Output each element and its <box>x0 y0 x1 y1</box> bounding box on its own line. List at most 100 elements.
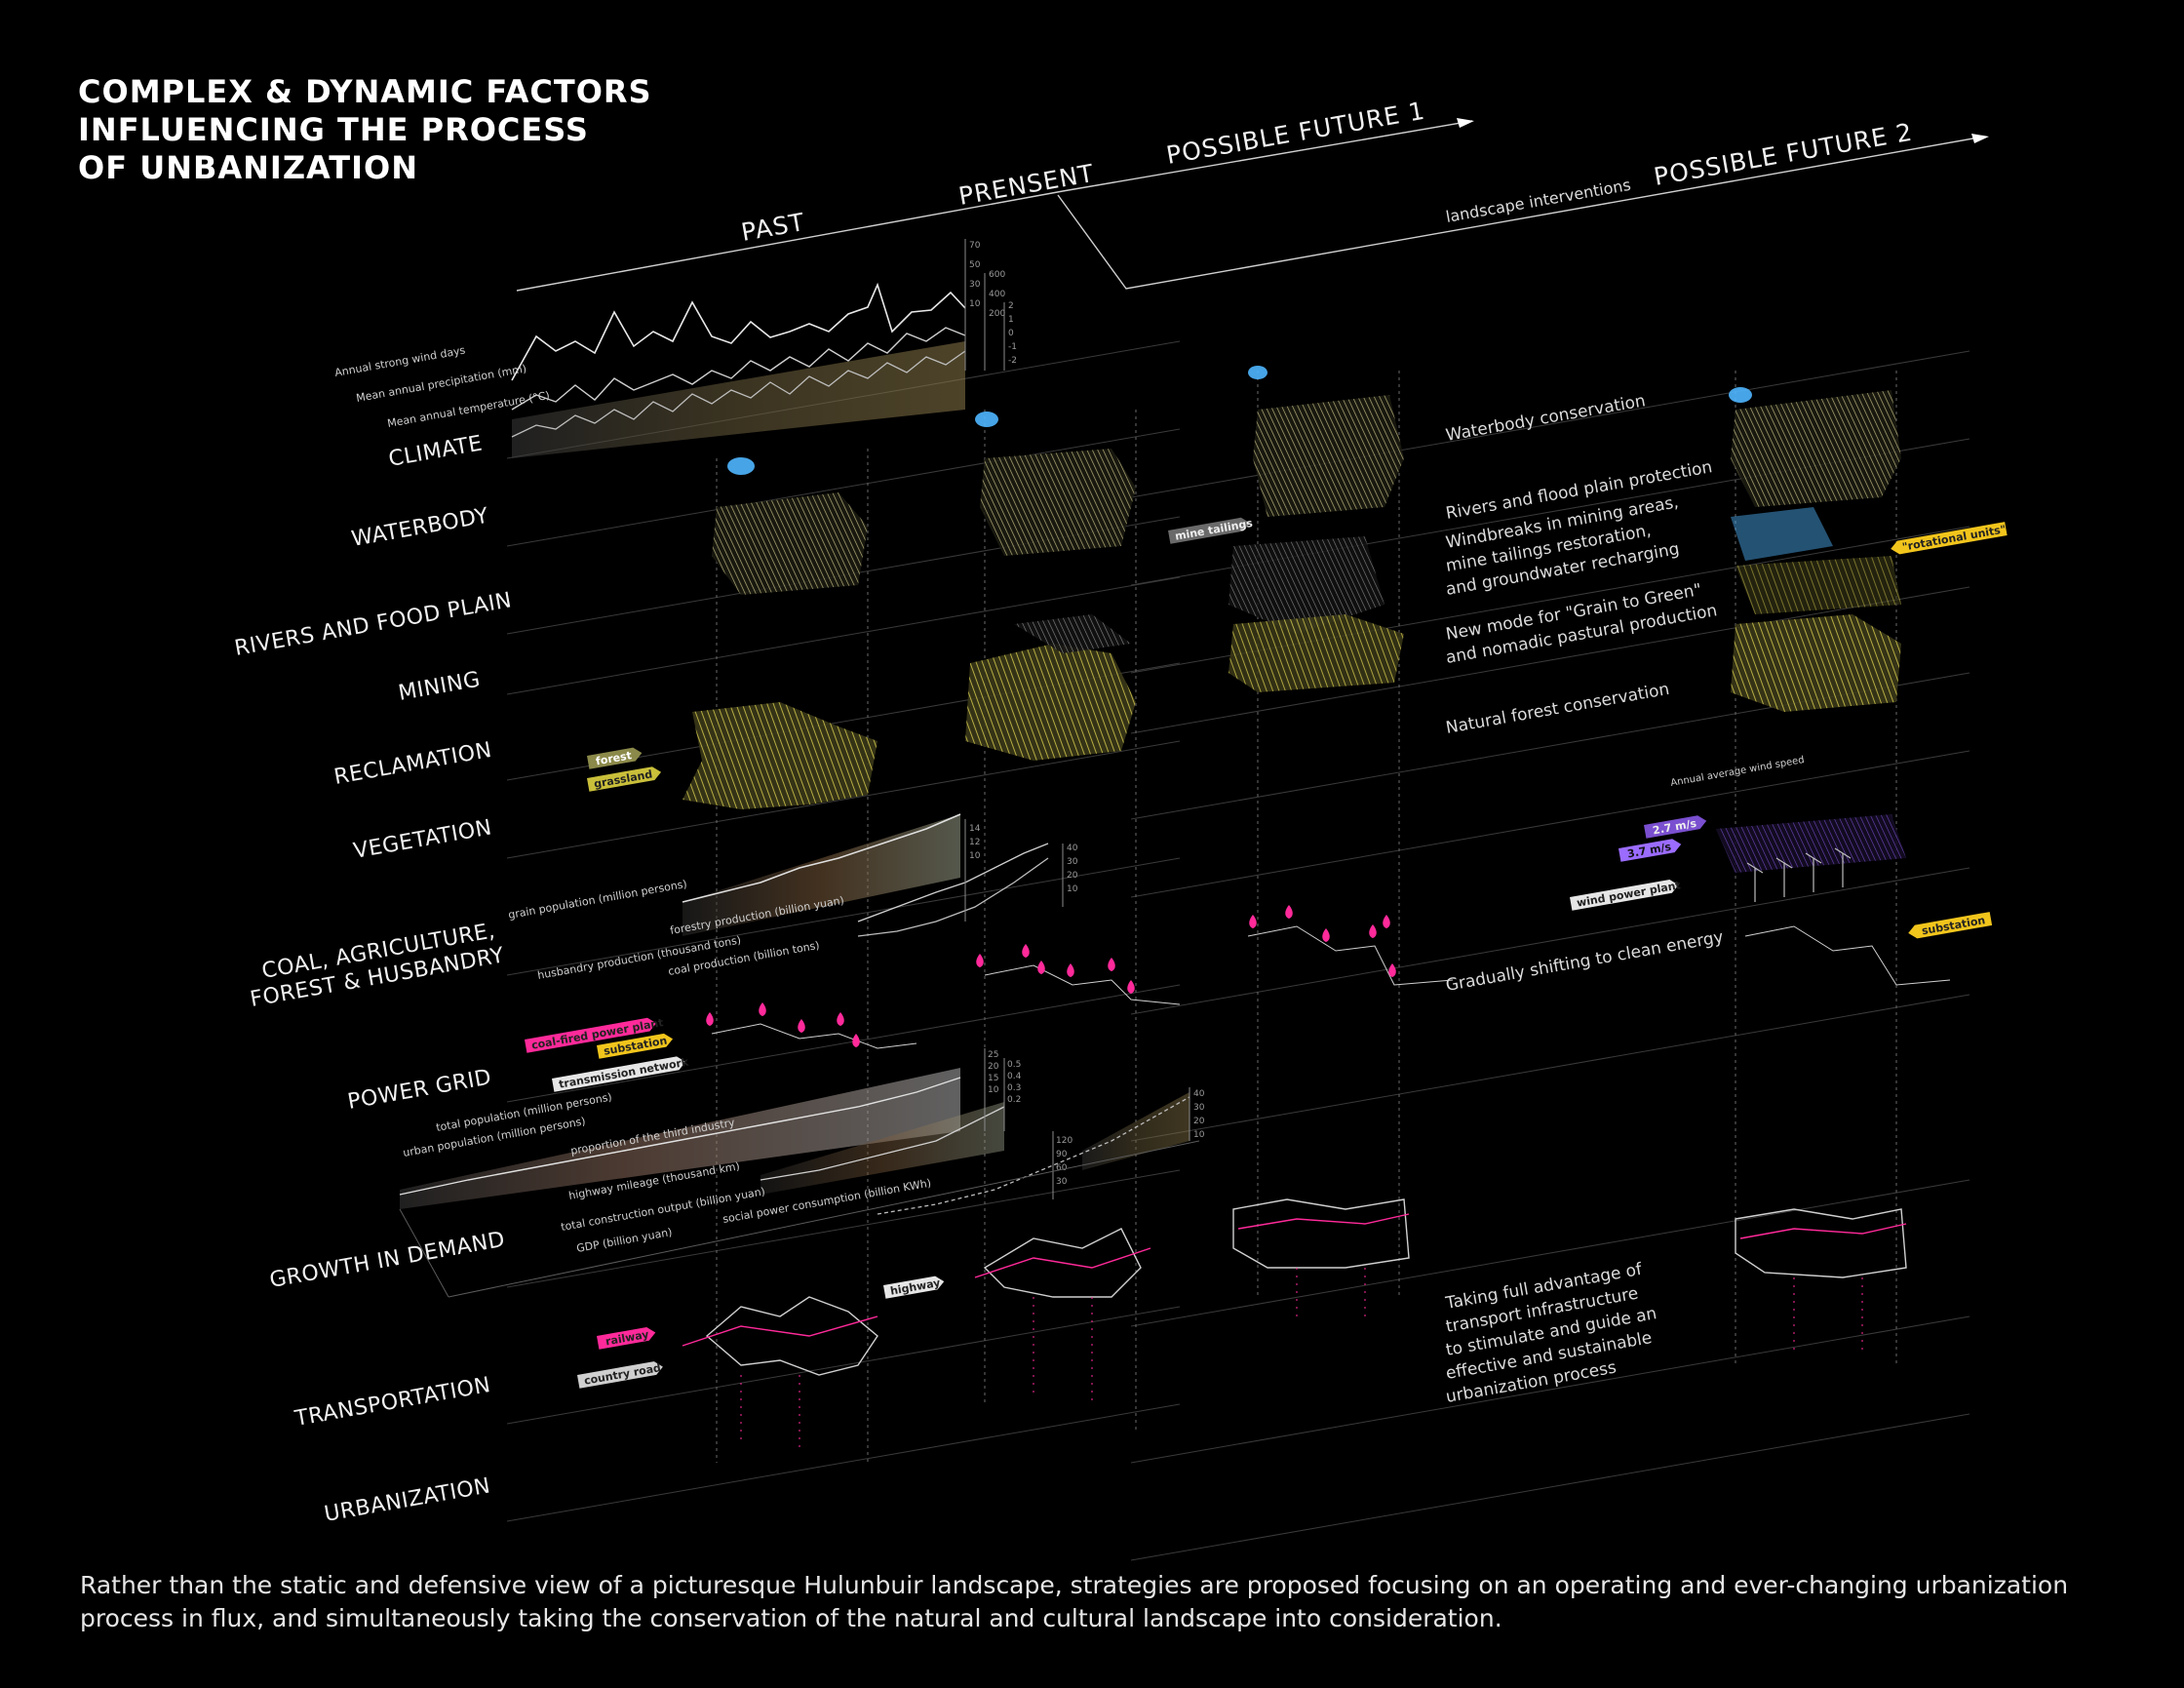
wind-farm <box>1716 814 1906 902</box>
tick-label: 12 <box>969 838 980 847</box>
flame-icon <box>1249 915 1257 928</box>
tick-label: 60 <box>1056 1163 1068 1173</box>
flame-icon <box>1322 928 1330 942</box>
category-rivers: RIVERS AND FOOD PLAIN <box>233 588 514 661</box>
tick-label: 20 <box>1193 1117 1205 1126</box>
tag-railway: railway <box>597 1326 656 1350</box>
vegetation-maps <box>682 556 1901 809</box>
flame-icon <box>1067 963 1074 977</box>
tag-speed-b: 3.7 m/s <box>1618 839 1682 862</box>
caption-line-1: Rather than the static and defensive vie… <box>80 1571 2069 1599</box>
layer-guide-line <box>506 857 1181 976</box>
layer-guide-line <box>506 428 1181 547</box>
transport-networks <box>682 1198 1907 1453</box>
tag-wind-plant: wind power plant <box>1570 879 1682 911</box>
layer-guide-line <box>1130 1413 1970 1561</box>
note-forest: Natural forest conservation <box>1444 680 1670 738</box>
era-future-1: POSSIBLE FUTURE 1 <box>1164 97 1427 170</box>
column-guides <box>716 371 1897 1463</box>
era-future-2: POSSIBLE FUTURE 2 <box>1652 118 1915 191</box>
tag-highway: highway <box>883 1276 945 1299</box>
category-labels: CLIMATE WATERBODY RIVERS AND FOOD PLAIN … <box>233 431 514 1527</box>
tag-substation-future: substation <box>1908 912 1993 939</box>
series-label: GDP (billion yuan) <box>575 1226 673 1255</box>
tick-label: 120 <box>1056 1136 1072 1146</box>
layer-guide-line <box>506 576 1181 695</box>
note-energy: Gradually shifting to clean energy <box>1444 927 1725 996</box>
climate-precip-line <box>511 327 966 411</box>
tick-label: 0.2 <box>1007 1095 1021 1105</box>
tick-label: 14 <box>969 824 981 834</box>
tag-wind-plant-label: wind power plant <box>1576 879 1682 910</box>
waterbody-maps <box>712 366 1901 634</box>
tick-label: 30 <box>1067 857 1078 867</box>
category-vegetation: VEGETATION <box>352 815 494 864</box>
layer-guide-line <box>506 1169 1181 1288</box>
flame-icon <box>1369 924 1377 938</box>
era-present: PRENSENT <box>956 159 1096 211</box>
tick-label: 30 <box>1056 1177 1068 1187</box>
category-power-grid: POWER GRID <box>346 1065 493 1115</box>
flame-icon <box>1285 905 1293 919</box>
tick-label: 2 <box>1008 301 1014 311</box>
tag-country-road: country road <box>577 1361 663 1389</box>
layer-guide-line <box>506 984 1181 1103</box>
tag-grassland-label: grassland <box>593 767 653 790</box>
tick-label: 1 <box>1008 315 1014 325</box>
layer-guide-line <box>1130 867 1970 1015</box>
flame-icon <box>1037 961 1045 974</box>
tick-label: 10 <box>969 851 981 861</box>
tick-label: 10 <box>1067 884 1078 894</box>
climate-chart: 70 50 30 10 600 400 200 2 1 0 -1 -2 Annu… <box>333 239 1017 458</box>
tick-label: 0 <box>1008 329 1014 338</box>
tick-label: 40 <box>1193 1089 1205 1099</box>
note-waterbody: Waterbody conservation <box>1444 391 1647 446</box>
tick-label: 30 <box>969 280 981 290</box>
series-label: grain population (million persons) <box>507 878 687 922</box>
era-past: PAST <box>739 208 807 247</box>
category-waterbody: WATERBODY <box>350 504 490 552</box>
flame-icon <box>759 1002 766 1016</box>
title-line-2: INFLUENCING THE PROCESS <box>78 111 589 148</box>
tick-label: 90 <box>1056 1150 1068 1159</box>
tag-highway-label: highway <box>889 1276 941 1298</box>
flame-icon <box>1022 944 1030 958</box>
tag-forest: forest <box>587 747 643 769</box>
layer-guide-line <box>506 1403 1181 1522</box>
tag-rotational-units-label: "rotational units" <box>1901 523 2007 554</box>
flame-icon <box>798 1019 805 1033</box>
tag-rotational-units: "rotational units" <box>1891 522 2008 555</box>
tag-speed-b-label: 3.7 m/s <box>1626 841 1672 861</box>
flame-icon <box>1383 915 1390 928</box>
power-grid <box>711 925 1951 1049</box>
tick-label: 15 <box>988 1074 998 1083</box>
flame-icon <box>1108 958 1115 971</box>
arrow-head-icon <box>1457 118 1474 128</box>
layer-guide-line <box>1130 750 1970 898</box>
tick-label: 0.4 <box>1007 1072 1022 1081</box>
tag-speed-a: 2.7 m/s <box>1644 815 1707 839</box>
tick-label: 50 <box>969 260 981 270</box>
tag-mine-tailings: mine tailings <box>1168 517 1254 544</box>
tick-label: 10 <box>969 299 981 309</box>
flame-icon <box>976 954 984 967</box>
flame-icon <box>837 1012 844 1026</box>
tick-label: 0.5 <box>1007 1060 1021 1070</box>
interventions-label: landscape interventions <box>1444 176 1632 226</box>
tag-railway-label: railway <box>604 1328 649 1349</box>
category-growth: GROWTH IN DEMAND <box>268 1228 507 1293</box>
tick-label: 200 <box>989 309 1005 319</box>
series-label: Annual strong wind days <box>333 344 466 379</box>
layer-guide-line <box>1130 1315 1970 1464</box>
arrow-head-icon <box>1971 134 1989 143</box>
tick-label: 25 <box>988 1050 998 1060</box>
title-line-3: OF UNBANIZATION <box>78 149 419 186</box>
tick-label: 30 <box>1193 1103 1205 1113</box>
climate-temp-line <box>511 350 966 438</box>
category-reclamation: RECLAMATION <box>332 738 494 790</box>
tick-label: 40 <box>1067 844 1078 853</box>
tick-label: 400 <box>989 290 1005 299</box>
tag-mine-tailings-label: mine tailings <box>1174 517 1254 543</box>
